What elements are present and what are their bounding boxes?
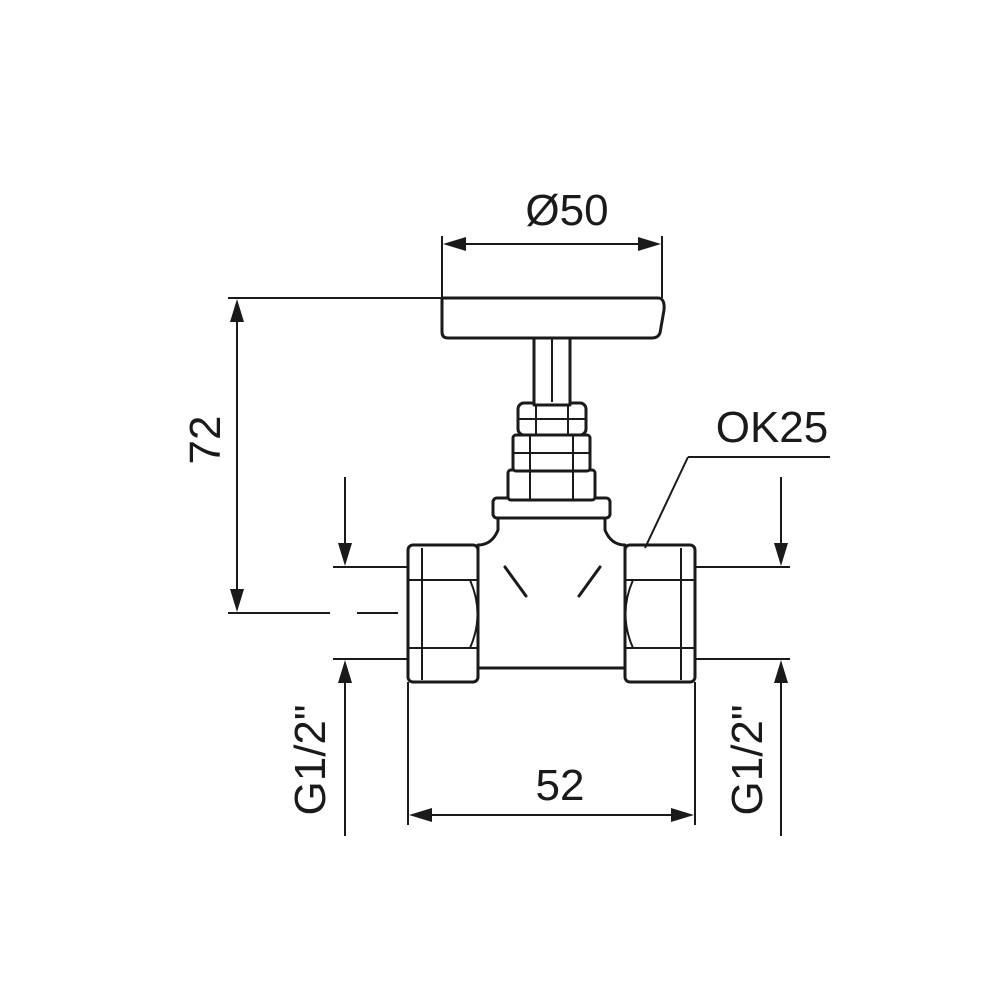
gland-nut xyxy=(516,401,588,437)
dimension-overall-height: 72 xyxy=(181,297,442,614)
dimension-thread-left: G1/2" xyxy=(286,477,408,836)
label-overall-length: 52 xyxy=(536,761,585,810)
valve-body xyxy=(406,296,697,684)
left-hex-port xyxy=(406,543,480,684)
label-handwheel-diameter: Ø50 xyxy=(525,186,608,235)
label-overall-height: 72 xyxy=(181,416,230,465)
flow-line-left xyxy=(503,565,528,598)
dimension-wrench-size: OK25 xyxy=(644,403,830,549)
dimension-thread-right: G1/2" xyxy=(695,477,790,836)
flow-line-right xyxy=(577,565,602,598)
bonnet-nut xyxy=(506,433,597,502)
label-wrench-size: OK25 xyxy=(716,403,829,452)
dimension-handwheel-diameter: Ø50 xyxy=(441,186,663,298)
right-hex-port xyxy=(623,543,697,684)
handwheel xyxy=(440,296,666,340)
body-center xyxy=(476,513,627,670)
label-thread-left: G1/2" xyxy=(286,704,335,815)
label-thread-right: G1/2" xyxy=(723,704,772,815)
dimension-overall-length: 52 xyxy=(407,682,696,825)
